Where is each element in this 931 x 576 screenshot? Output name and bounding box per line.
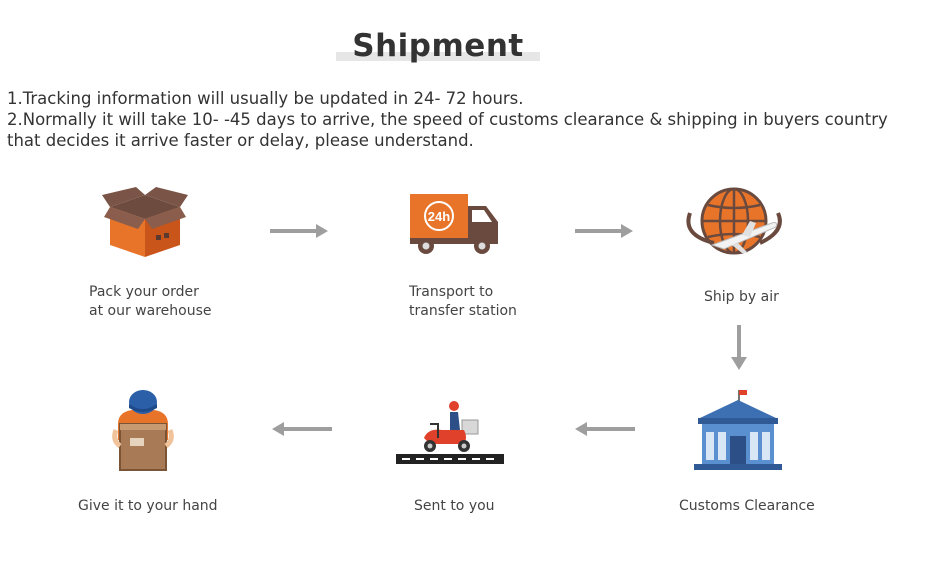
step-pack — [100, 183, 190, 263]
step-sent-caption: Sent to you — [414, 498, 495, 514]
step-sent — [394, 398, 506, 470]
title-underline — [336, 52, 540, 61]
step-customs — [690, 388, 786, 474]
arrow-left-icon — [272, 422, 332, 436]
package-box-icon — [102, 187, 188, 257]
arrow-down-icon — [731, 325, 747, 370]
step-hand — [108, 384, 178, 474]
step-transport-caption: Transport to transfer station — [409, 284, 517, 319]
truck-badge-label: 24h — [428, 209, 450, 224]
customs-building-icon — [694, 390, 782, 470]
step-hand-caption: Give it to your hand — [78, 498, 218, 514]
delivery-scooter-icon — [396, 401, 504, 464]
title-block: Shipment — [336, 28, 540, 64]
step-pack-caption: Pack your order at our warehouse — [89, 284, 212, 319]
arrow-right-icon — [270, 224, 328, 238]
note-tracking: 1.Tracking information will usually be u… — [7, 89, 524, 108]
page-title: Shipment — [352, 28, 524, 64]
step-air-caption: Ship by air — [704, 289, 779, 305]
delivery-truck-24h-icon: 24h — [410, 194, 498, 254]
courier-with-package-icon — [112, 390, 174, 471]
step-customs-caption: Customs Clearance — [679, 498, 815, 514]
step-transport: 24h — [406, 188, 502, 260]
step-air — [684, 183, 784, 263]
note-delivery-time: 2.Normally it will take 10- -45 days to … — [7, 110, 888, 150]
globe-airplane-icon — [686, 187, 782, 255]
arrow-left-icon — [575, 422, 635, 436]
shipping-notes: 1.Tracking information will usually be u… — [7, 88, 907, 151]
arrow-right-icon — [575, 224, 633, 238]
